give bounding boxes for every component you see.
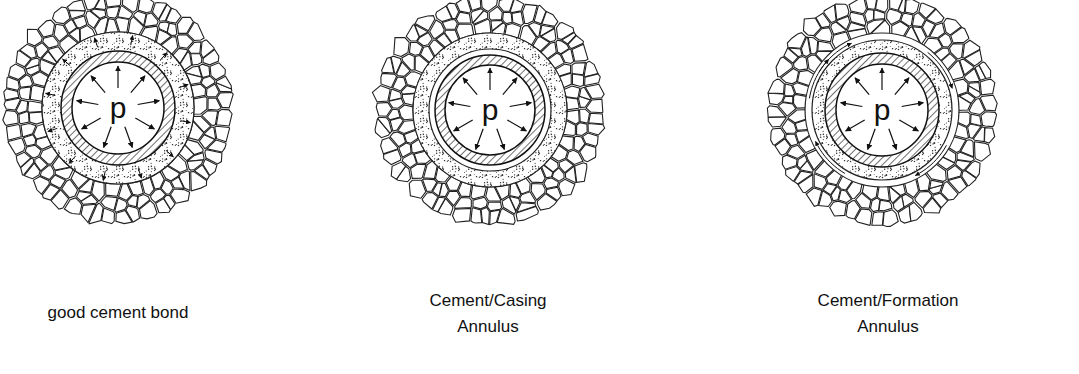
pressure-arrow (846, 120, 865, 131)
pressure-arrow (497, 129, 505, 150)
cement-sheath (42, 32, 194, 184)
stress-arrow (103, 171, 105, 181)
pressure-arrow (117, 66, 118, 88)
stress-arrow (94, 38, 97, 47)
pressure-arrow (82, 118, 101, 129)
stress-arrow (181, 121, 191, 123)
pressure-arrow (895, 78, 909, 95)
flow-arrow (816, 141, 845, 173)
pressure-label: p (110, 93, 127, 123)
pressure-arrow (503, 78, 517, 95)
flow-arrow (819, 43, 851, 72)
casing (67, 57, 170, 160)
stress-arrow (45, 93, 55, 95)
cement-sheath (812, 40, 952, 180)
caption-label: good cement bond (13, 300, 223, 326)
pressure-arrow (489, 68, 490, 90)
micro-annulus (429, 49, 551, 171)
pressure-arrow (104, 127, 112, 148)
borehole-wall (42, 32, 194, 184)
flow-arrow (915, 145, 946, 175)
pressure-arrow (476, 129, 484, 150)
stress-arrow (166, 150, 173, 157)
borehole-wall (805, 33, 959, 187)
pressure-arrow (77, 101, 99, 105)
rock-formation (3, 0, 233, 224)
pressure-arrow (91, 76, 105, 93)
stress-arrow (179, 84, 188, 87)
pressure-arrow (507, 120, 526, 131)
pressure-arrow (125, 127, 133, 148)
pressure-arrow (131, 76, 145, 93)
cement-sheath (413, 33, 567, 187)
rock-formation (372, 0, 604, 225)
pressure-label: p (482, 95, 499, 125)
flow-arrow (928, 52, 953, 88)
wellbore-section (372, 0, 604, 225)
pressure-arrow (138, 101, 160, 105)
pressure-arrow (454, 120, 473, 131)
borehole-wall (413, 33, 567, 187)
pressure-arrow (889, 129, 897, 150)
wellbore-section (767, 0, 997, 226)
flow-arrow (809, 59, 828, 98)
wellbore-section (3, 0, 233, 224)
stress-arrow (138, 169, 141, 178)
pressure-arrow (510, 103, 532, 107)
stress-arrow (48, 128, 57, 131)
stress-arrow (69, 156, 76, 163)
pressure-arrow (902, 103, 924, 107)
pressure-arrow (899, 120, 918, 131)
stress-arrow (160, 53, 167, 60)
casing (440, 60, 540, 160)
pressure-arrow (881, 68, 882, 90)
pressure-arrow (449, 103, 471, 107)
stress-arrow (63, 59, 70, 66)
caption-label: Cement/Formation Annulus (811, 288, 966, 341)
rock-formation (767, 0, 997, 226)
pressure-label: p (874, 95, 891, 125)
casing (831, 59, 934, 162)
pressure-arrow (135, 118, 154, 129)
caption-label: Cement/Casing Annulus (421, 288, 556, 341)
pressure-arrow (463, 78, 477, 95)
pressure-arrow (855, 78, 869, 95)
stress-arrow (131, 35, 133, 45)
pressure-arrow (841, 103, 863, 107)
pressure-arrow (868, 129, 876, 150)
